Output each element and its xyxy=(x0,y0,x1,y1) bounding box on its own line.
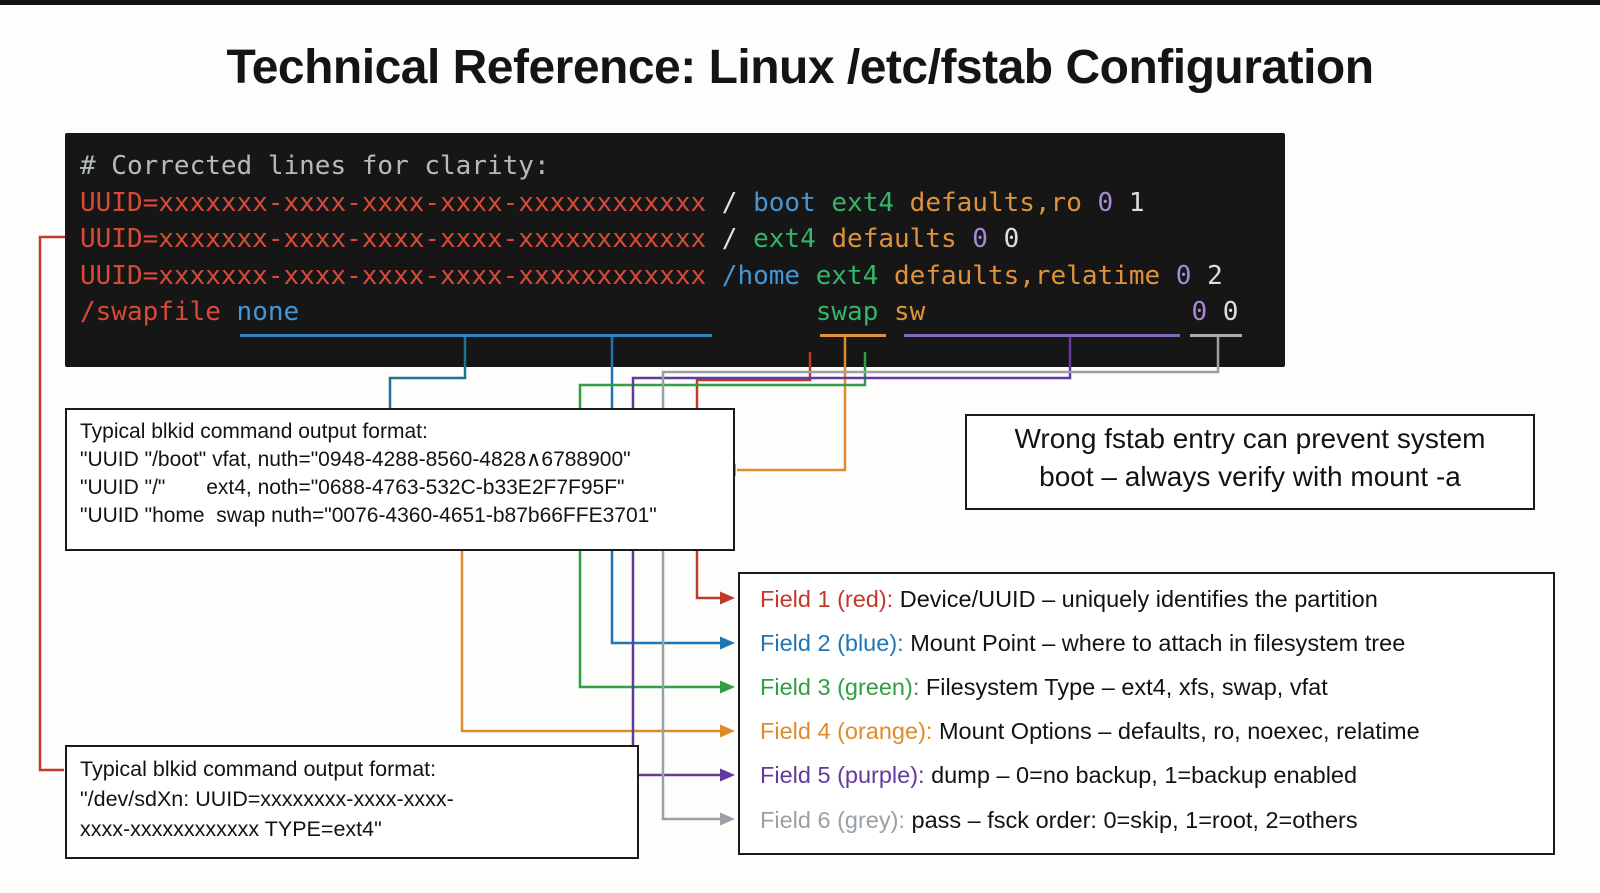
field-legend-box: Field 1 (red): Device/UUID – uniquely id… xyxy=(738,572,1555,855)
field4-arrowhead-icon xyxy=(720,724,735,738)
field3-arrowhead-icon xyxy=(720,680,735,694)
blkid-box-title: Typical blkid command output format: xyxy=(80,420,428,443)
pass-underline xyxy=(1190,334,1242,337)
legend-field-label: Field 3 (green): xyxy=(760,673,920,700)
terminal-line: UUID=xxxxxxx-xxxx-xxxx-xxxx-xxxxxxxxxxxx… xyxy=(80,224,1020,255)
options-underline xyxy=(820,334,886,337)
blkid-line: "UUID "/" ext4, noth="0688-4763-532C-b33… xyxy=(80,476,625,499)
legend-field-label: Field 4 (orange): xyxy=(760,718,933,745)
page-title: Technical Reference: Linux /etc/fstab Co… xyxy=(226,41,1374,94)
field5-arrowhead-icon xyxy=(720,768,735,782)
legend-field-description: Filesystem Type – ext4, xfs, swap, vfat xyxy=(919,673,1328,700)
legend-field-description: Mount Options – defaults, ro, noexec, re… xyxy=(932,718,1420,745)
dev-box-line-2: xxxx-xxxxxxxxxxxx TYPE=ext4" xyxy=(80,817,382,841)
field1-arrowhead-icon xyxy=(720,591,735,605)
mount-point-underline xyxy=(240,334,712,337)
legend-row: Field 5 (purple): dump – 0=no backup, 1=… xyxy=(760,754,1553,798)
warning-line-1: Wrong fstab entry can prevent system xyxy=(1014,423,1486,454)
legend-rows: Field 1 (red): Device/UUID – uniquely id… xyxy=(760,577,1553,842)
legend-row: Field 2 (blue): Mount Point – where to a… xyxy=(760,621,1553,665)
field2-arrowhead-icon xyxy=(720,636,735,650)
legend-field-label: Field 5 (purple): xyxy=(760,762,925,789)
blkid-lines: "UUID "/boot" vfat, nuth="0948-4288-8560… xyxy=(80,446,733,530)
terminal-lines: # Corrected lines for clarity: UUID=xxxxx… xyxy=(80,148,1285,331)
legend-field-description: Device/UUID – uniquely identifies the pa… xyxy=(893,585,1378,612)
blkid-line: "UUID "/boot" vfat, nuth="0948-4288-8560… xyxy=(80,448,631,471)
field6-arrowhead-icon xyxy=(720,812,735,826)
terminal-line: # Corrected lines for clarity: xyxy=(80,151,550,181)
dev-blkid-output-box: Typical blkid command output format: "/d… xyxy=(65,745,639,859)
legend-row: Field 4 (orange): Mount Options – defaul… xyxy=(760,710,1553,754)
legend-field-description: Mount Point – where to attach in filesys… xyxy=(903,629,1406,656)
dump-underline xyxy=(904,334,1180,337)
legend-row: Field 6 (grey): pass – fsck order: 0=ski… xyxy=(760,798,1553,842)
uuid-to-devbox-line xyxy=(38,235,65,772)
fstab-terminal-block: # Corrected lines for clarity: UUID=xxxxx… xyxy=(65,133,1285,367)
top-border-bar xyxy=(0,0,1600,5)
legend-row: Field 1 (red): Device/UUID – uniquely id… xyxy=(760,577,1553,621)
legend-field-description: dump – 0=no backup, 1=backup enabled xyxy=(924,762,1358,789)
blkid-line: "UUID "home swap nuth="0076-4360-4651-b8… xyxy=(80,504,657,527)
legend-field-label: Field 2 (blue): xyxy=(760,629,904,656)
legend-field-description: pass – fsck order: 0=skip, 1=root, 2=oth… xyxy=(904,806,1358,833)
legend-field-label: Field 6 (grey): xyxy=(760,806,905,833)
legend-row: Field 3 (green): Filesystem Type – ext4,… xyxy=(760,665,1553,709)
field4-connector-line xyxy=(460,531,721,733)
terminal-line: UUID=xxxxxxx-xxxx-xxxx-xxxx-xxxxxxxxxxxx… xyxy=(80,260,1223,291)
blkid-output-box: Typical blkid command output format: "UU… xyxy=(65,408,735,551)
terminal-line: UUID=xxxxxxx-xxxx-xxxx-xxxx-xxxxxxxxxxxx… xyxy=(80,187,1145,218)
dev-box-title: Typical blkid command output format: xyxy=(80,757,437,781)
legend-field-label: Field 1 (red): xyxy=(760,585,894,612)
warning-box: Wrong fstab entry can prevent system boo… xyxy=(965,414,1535,510)
dev-box-line-1: "/dev/sdXn: UUID=xxxxxxxx-xxxx-xxxx- xyxy=(80,787,454,811)
terminal-line: /swapfile none swap sw 0 0 xyxy=(80,297,1239,328)
warning-line-2: boot – always verify with mount -a xyxy=(1039,461,1461,492)
